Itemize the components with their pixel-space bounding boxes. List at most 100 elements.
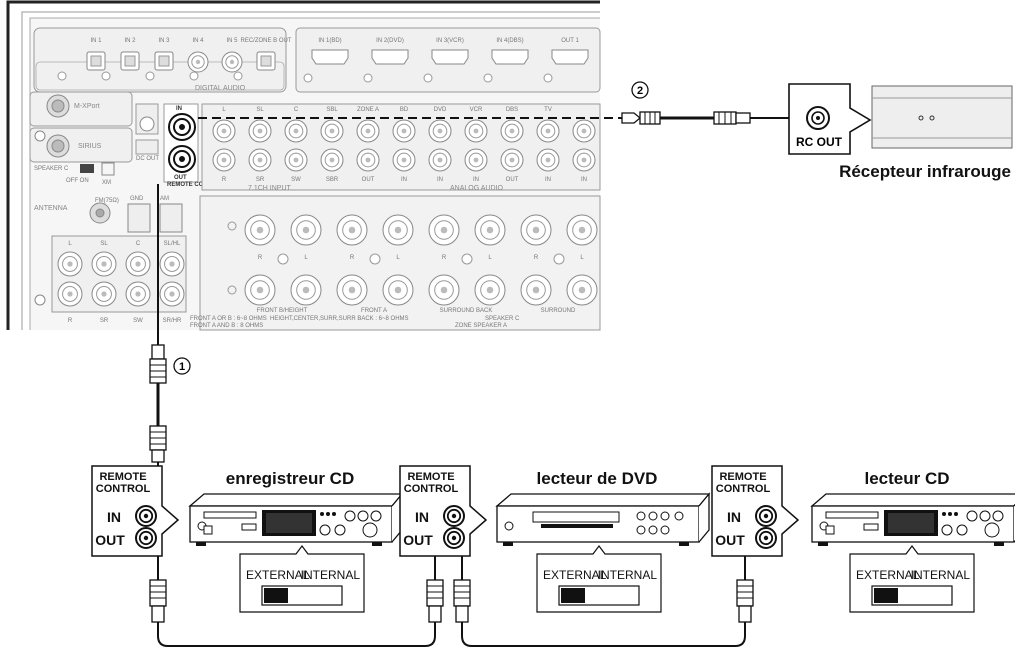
analog-bottom-label: IN bbox=[401, 177, 407, 183]
remote-label-1: REMOTE bbox=[719, 471, 766, 483]
antenna-label: ANTENNA bbox=[34, 205, 68, 212]
digital-input-label: REC/ZONE B OUT bbox=[240, 38, 291, 44]
remote-control-panel bbox=[91, 465, 180, 557]
speaker-terminal bbox=[290, 214, 322, 246]
marker-2-circle bbox=[631, 81, 649, 99]
preout-jack bbox=[159, 251, 185, 277]
analog-bottom-label: SW bbox=[291, 177, 301, 183]
digital-input-label: IN 3 bbox=[158, 38, 170, 44]
in-label: IN bbox=[727, 509, 741, 525]
switch-external-label: EXTERNAL bbox=[246, 568, 310, 582]
disc-tray bbox=[532, 511, 620, 523]
digital-input-label: IN 1 bbox=[90, 38, 102, 44]
analog-jack bbox=[428, 119, 452, 143]
in-label: IN bbox=[107, 509, 121, 525]
fm-label: FM(75Ω) bbox=[95, 198, 119, 204]
switch-internal-label: INTERNAL bbox=[911, 568, 971, 582]
speaker-group-label: FRONT B/HEIGHT bbox=[257, 308, 308, 314]
analog-jack bbox=[500, 148, 524, 172]
out-label: OUT bbox=[95, 532, 125, 548]
speaker-terminal-label: R bbox=[258, 255, 263, 261]
remote-label-2: CONTROL bbox=[96, 483, 151, 495]
analog-jack bbox=[536, 148, 560, 172]
analog-jack bbox=[320, 119, 344, 143]
analog-jack bbox=[572, 119, 596, 143]
hdmi-label: IN 2(DVD) bbox=[376, 38, 404, 44]
speaker-group-label: SURROUND bbox=[541, 308, 576, 314]
speaker-terminal bbox=[566, 274, 598, 306]
analog-bottom-label: OUT bbox=[362, 177, 375, 183]
speaker-terminal bbox=[520, 214, 552, 246]
analog-bottom-label: R bbox=[222, 177, 227, 183]
speaker-terminal bbox=[428, 274, 460, 306]
switch-knob bbox=[264, 588, 288, 603]
preout-jack bbox=[159, 281, 185, 307]
input-71ch-label: 7.1CH INPUT bbox=[248, 185, 292, 192]
rca-plug bbox=[426, 579, 444, 623]
analog-jack bbox=[500, 119, 524, 143]
preout-jack bbox=[91, 251, 117, 277]
speaker-terminal-label: L bbox=[488, 255, 492, 261]
digital-audio-label: DIGITAL AUDIO bbox=[195, 85, 246, 92]
switch-knob bbox=[561, 588, 585, 603]
in-label: IN bbox=[415, 509, 429, 525]
impedance-note-2: FRONT A AND B : 8 OHMS bbox=[190, 323, 263, 329]
hdmi-label: OUT 1 bbox=[561, 38, 579, 44]
speaker-terminal-label: R bbox=[350, 255, 355, 261]
switch-external-label: EXTERNAL bbox=[856, 568, 920, 582]
analog-jack bbox=[392, 148, 416, 172]
ir-receiver-name: Récepteur infrarouge bbox=[839, 162, 1011, 181]
remote-out-jack bbox=[443, 527, 465, 549]
preout-top-label: C bbox=[136, 241, 141, 247]
speaker-terminal-label: L bbox=[396, 255, 400, 261]
analog-jack bbox=[284, 119, 308, 143]
analog-jack bbox=[356, 148, 380, 172]
speaker-terminal bbox=[244, 274, 276, 306]
preout-jack bbox=[125, 251, 151, 277]
m-xport-label: M-XPort bbox=[74, 103, 100, 110]
analog-top-label: L bbox=[222, 107, 226, 113]
digital-input-label: IN 5 bbox=[226, 38, 238, 44]
rc-out-label: RC OUT bbox=[796, 135, 843, 149]
speaker-c-zone-label: SPEAKER C bbox=[485, 316, 520, 322]
zone-speaker-label: ZONE SPEAKER A bbox=[455, 323, 507, 329]
marker-1-circle bbox=[173, 357, 191, 375]
analog-jack bbox=[536, 119, 560, 143]
preout-bottom-label: R bbox=[68, 318, 73, 324]
disc-tray bbox=[825, 511, 879, 519]
analog-top-label: C bbox=[294, 107, 299, 113]
preout-jack bbox=[57, 251, 83, 277]
speaker-terminal bbox=[428, 214, 460, 246]
preout-bottom-label: SR bbox=[100, 318, 109, 324]
remote-out-label: OUT bbox=[174, 175, 187, 181]
remote-in-jack bbox=[755, 505, 777, 527]
device-name: enregistreur CD bbox=[226, 469, 354, 488]
analog-jack bbox=[572, 148, 596, 172]
analog-jack bbox=[464, 148, 488, 172]
daisy-chain-cables bbox=[142, 521, 760, 647]
xm-label: XM bbox=[102, 180, 111, 186]
remote-control-panel bbox=[399, 465, 488, 557]
hdmi-port bbox=[311, 49, 349, 65]
speaker-terminal bbox=[244, 214, 276, 246]
analog-jack bbox=[356, 119, 380, 143]
speaker-terminal-label: R bbox=[442, 255, 447, 261]
remote-out-jack bbox=[755, 527, 777, 549]
hdmi-label: IN 3(VCR) bbox=[436, 38, 464, 44]
analog-bottom-label: SR bbox=[256, 177, 265, 183]
speaker-terminal bbox=[474, 274, 506, 306]
speaker-group-label: FRONT A bbox=[361, 308, 387, 314]
speaker-terminal bbox=[336, 214, 368, 246]
sirius-label: SIRIUS bbox=[78, 143, 102, 150]
preout-bottom-label: SR/HR bbox=[163, 318, 182, 324]
preout-top-label: L bbox=[68, 241, 72, 247]
preout-top-label: SL bbox=[100, 241, 108, 247]
analog-jack bbox=[320, 148, 344, 172]
analog-bottom-label: IN bbox=[545, 177, 551, 183]
preout-top-label: SL/HL bbox=[164, 241, 181, 247]
